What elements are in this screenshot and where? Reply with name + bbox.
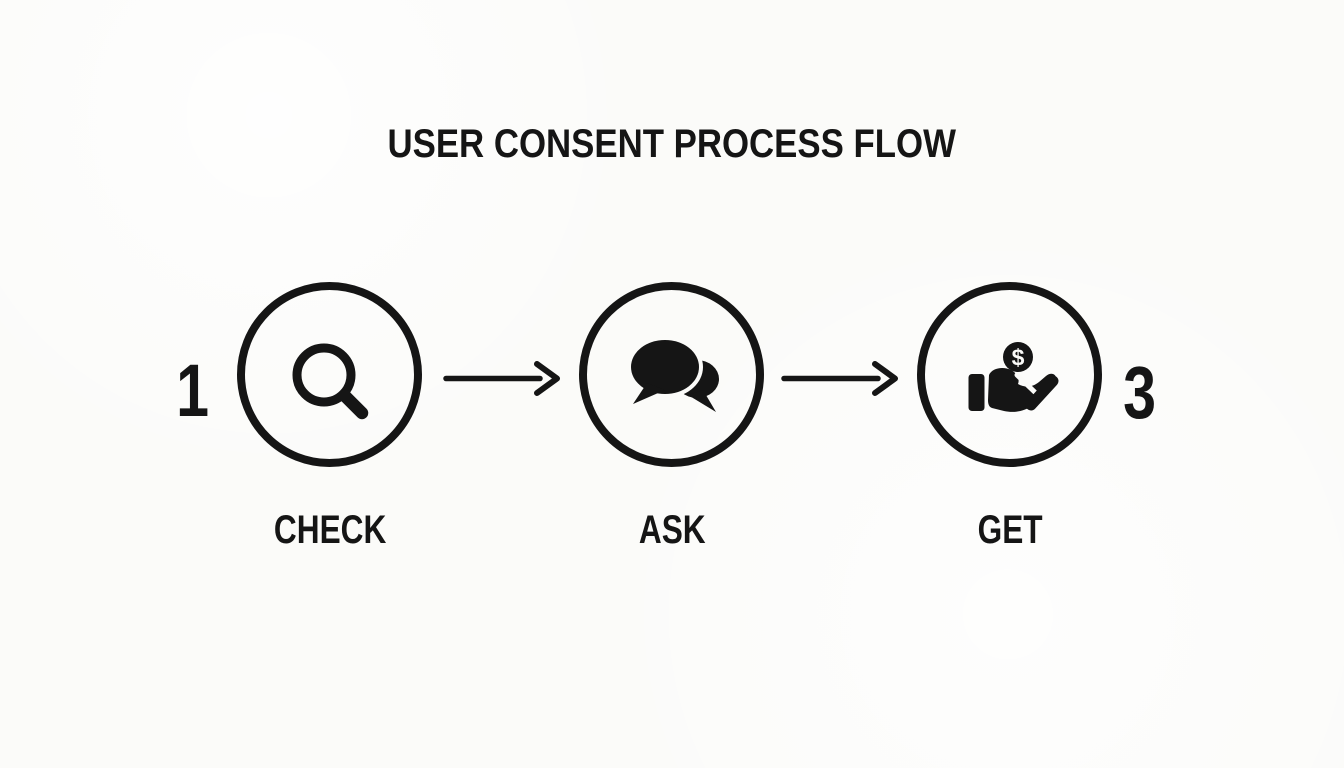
chat-bubble-large [631, 340, 699, 404]
chat-bubbles-icon [627, 336, 719, 412]
step-number-1: 1 [176, 349, 210, 432]
diagram-title-text: USER CONSENT PROCESS FLOW [387, 122, 957, 166]
step-label-get: GET [977, 508, 1043, 552]
diagram-title: USER CONSENT PROCESS FLOW [0, 124, 1344, 164]
search-icon [292, 343, 369, 420]
dollar-coin-icon: $ [1003, 342, 1033, 372]
step-number-3: 3 [1123, 351, 1157, 434]
step-label-check: CHECK [273, 508, 387, 552]
step-label-ask: ASK [638, 508, 706, 552]
step-circle-check [237, 282, 422, 467]
arrow-right-icon [443, 361, 560, 396]
hand-holding-dollar-icon: $ [968, 342, 1059, 412]
arrow-right-icon [781, 361, 898, 396]
step-circle-ask [579, 282, 764, 467]
step-circle-get: $ [917, 282, 1102, 467]
svg-text:$: $ [1012, 345, 1025, 371]
